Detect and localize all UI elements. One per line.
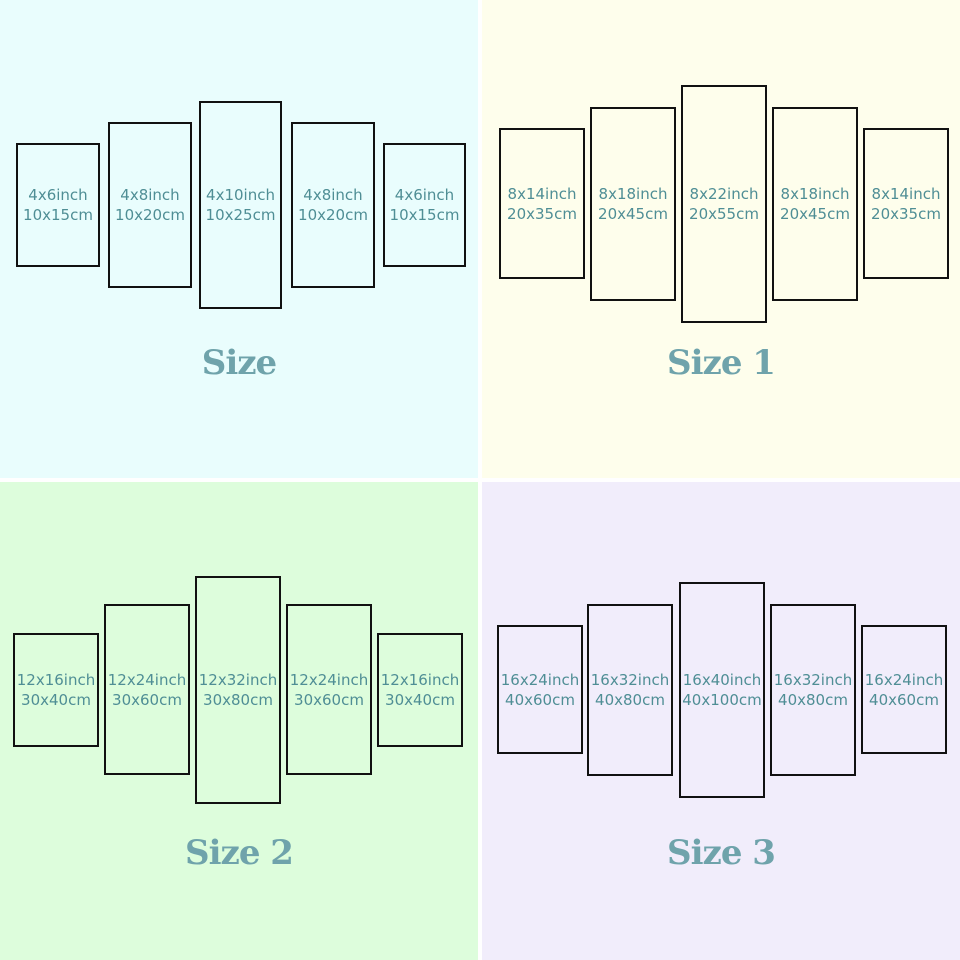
panel-inch-label: 12x24inch [107, 670, 187, 689]
panel-cm-label: 40x60cm [505, 690, 575, 709]
panel-inch-label: 4x8inch [303, 186, 363, 204]
panel: 16x24inch 40x60cm [497, 625, 583, 754]
panel: 4x8inch 10x20cm [108, 122, 192, 288]
panel-inch-label: 4x6inch [28, 186, 88, 204]
panel-cm-label: 20x45cm [780, 205, 850, 223]
panel: 16x32inch 40x80cm [587, 604, 673, 776]
panel-cm-label: 40x60cm [869, 690, 939, 709]
panel-inch-label: 16x32inch [590, 671, 670, 689]
panel-inch-label: 16x24inch [864, 670, 944, 689]
panel-cm-label: 20x55cm [689, 205, 759, 223]
panel: 12x24inch 30x60cm [104, 604, 190, 775]
panel: 16x24inch 40x60cm [861, 625, 947, 754]
panel-cm-label: 40x80cm [778, 691, 848, 709]
panel-inch-label: 8x18inch [780, 185, 850, 203]
panel-inch-label: 4x10inch [206, 186, 275, 204]
panel-cm-label: 30x60cm [294, 690, 364, 709]
panel: 12x24inch 30x60cm [286, 604, 372, 775]
panel: 16x40inch 40x100cm [679, 582, 765, 798]
size-title: Size [201, 343, 277, 383]
panel: 4x6inch 10x15cm [16, 143, 100, 267]
panel-inch-label: 12x16inch [380, 671, 460, 689]
panel: 4x8inch 10x20cm [291, 122, 375, 288]
panel: 4x6inch 10x15cm [383, 143, 466, 267]
panel-cm-label: 10x15cm [389, 206, 460, 224]
panel: 8x14inch 20x35cm [863, 128, 949, 279]
panel: 8x22inch 20x55cm [681, 85, 767, 323]
panel: 8x18inch 20x45cm [772, 107, 858, 301]
size-group-2: 12x16inch 30x40cm 12x24inch 30x60cm 12x3… [0, 482, 478, 960]
panel-inch-label: 4x6inch [394, 186, 455, 204]
panel-cm-label: 10x20cm [115, 206, 185, 224]
panel-cm-label: 20x35cm [871, 204, 941, 223]
panel-cm-label: 30x40cm [21, 691, 91, 709]
panel-inch-label: 4x8inch [120, 186, 180, 204]
panel-inch-label: 12x16inch [16, 671, 96, 689]
panel-cm-label: 30x40cm [385, 691, 455, 709]
panel-inch-label: 12x32inch [198, 671, 278, 689]
panel-cm-label: 20x45cm [598, 205, 668, 223]
panel-cm-label: 10x20cm [298, 206, 368, 224]
panel: 8x18inch 20x45cm [590, 107, 676, 301]
size-group-0: 4x6inch 10x15cm 4x8inch 10x20cm 4x10inch… [0, 0, 478, 478]
size-title: Size 3 [667, 833, 776, 873]
panel-inch-label: 8x14inch [871, 184, 941, 203]
size-group-1: 8x14inch 20x35cm 8x18inch 20x45cm 8x22in… [482, 0, 960, 478]
panel-cm-label: 40x100cm [682, 691, 762, 709]
panel: 12x16inch 30x40cm [377, 633, 463, 747]
panel: 12x32inch 30x80cm [195, 576, 281, 804]
panel: 8x14inch 20x35cm [499, 128, 585, 279]
panel-cm-label: 20x35cm [507, 204, 577, 223]
panel: 4x10inch 10x25cm [199, 101, 282, 309]
panel-cm-label: 30x60cm [112, 690, 182, 709]
size-group-3: 16x24inch 40x60cm 16x32inch 40x80cm 16x4… [482, 482, 960, 960]
panel-cm-label: 30x80cm [203, 691, 273, 709]
size-title: Size 1 [667, 343, 776, 383]
panel-cm-label: 10x25cm [205, 206, 276, 224]
size-title: Size 2 [185, 833, 294, 873]
panel: 16x32inch 40x80cm [770, 604, 856, 776]
panel-cm-label: 10x15cm [23, 206, 93, 224]
panel-inch-label: 16x32inch [773, 671, 853, 689]
panel-inch-label: 8x18inch [598, 185, 668, 203]
panel-inch-label: 8x22inch [689, 185, 759, 203]
panel-cm-label: 40x80cm [595, 691, 665, 709]
panel: 12x16inch 30x40cm [13, 633, 99, 747]
panel-inch-label: 12x24inch [289, 670, 369, 689]
panel-inch-label: 16x24inch [500, 670, 580, 689]
panel-inch-label: 16x40inch [682, 671, 762, 689]
panel-inch-label: 8x14inch [507, 184, 577, 203]
